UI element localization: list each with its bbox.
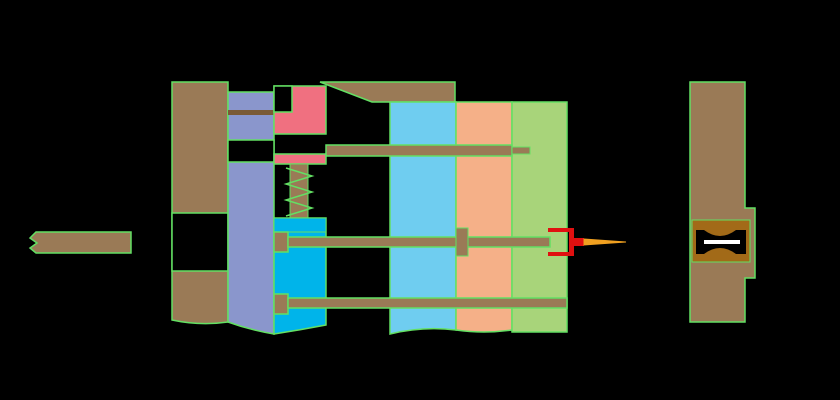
lower-ejector-pin-shaft bbox=[287, 297, 568, 309]
stationary-mold-plate bbox=[227, 91, 275, 335]
stationary-mold-plate-slot bbox=[228, 110, 274, 115]
ejector-retainer-plate-notch bbox=[273, 85, 293, 113]
stationary-mold-plate-body bbox=[227, 91, 275, 335]
sprue-tip bbox=[583, 238, 627, 246]
upper-guide-pin-tip bbox=[511, 146, 531, 155]
lower-ejector-pin-head bbox=[273, 293, 289, 315]
stationary-mold-plate-gap bbox=[227, 139, 275, 163]
molded-part-holder-bracket bbox=[548, 228, 584, 256]
core-plate bbox=[511, 101, 568, 333]
fixed-clamp-plate-body bbox=[171, 81, 229, 325]
upper-guide-pin-shaft bbox=[325, 144, 513, 157]
lower-ejector-pin bbox=[273, 293, 568, 315]
fixed-clamp-plate-window bbox=[171, 212, 229, 272]
middle-ejector-pin-head bbox=[273, 231, 289, 253]
moving-clamp-plate bbox=[689, 81, 756, 323]
moving-clamp-plate-body bbox=[689, 81, 756, 323]
core-plate-body bbox=[511, 101, 568, 333]
ejector-retainer-plate-lower bbox=[273, 153, 327, 165]
sprue-tip-cone bbox=[583, 238, 627, 246]
injection-nozzle-rod-body bbox=[28, 231, 132, 254]
return-spring-coil bbox=[283, 167, 315, 217]
upper-guide-pin bbox=[325, 144, 531, 157]
middle-ejector-pin bbox=[273, 227, 551, 257]
return-spring bbox=[283, 163, 315, 219]
middle-ejector-pin-shaft bbox=[287, 236, 551, 248]
middle-ejector-pin-collar bbox=[455, 227, 469, 257]
molded-part-holder bbox=[548, 228, 584, 256]
ejector-retainer-plate bbox=[273, 85, 327, 165]
ejector-plate-top-edge bbox=[273, 217, 327, 233]
injection-nozzle-rod bbox=[28, 231, 132, 254]
moving-clamp-insert-channel bbox=[704, 240, 740, 244]
fixed-clamp-plate bbox=[171, 81, 229, 325]
